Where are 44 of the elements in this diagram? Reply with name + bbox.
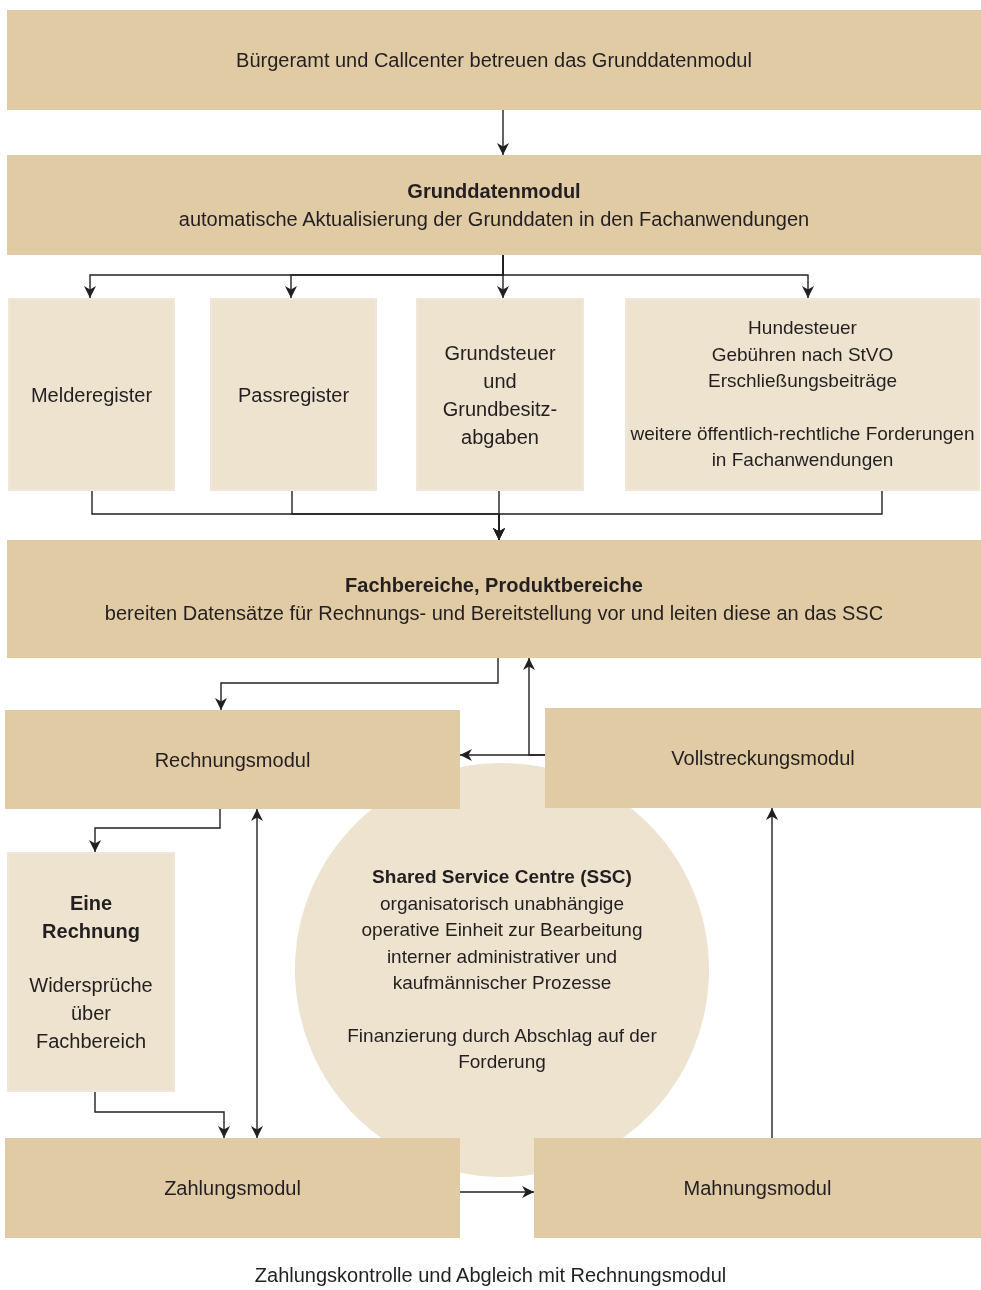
arrow bbox=[459, 1186, 535, 1198]
process-box bbox=[5, 710, 460, 809]
caption: Zahlungskontrolle und Abgleich mit Rechnungsmodul bbox=[253, 1264, 728, 1287]
process-box bbox=[416, 298, 584, 491]
box-text: organisatorisch unabhängige operative Einheit zur Bearbeitung interner administrativer und kaufmännischer Prozesse bbox=[360, 891, 644, 996]
box-heading: Eine Rechnung bbox=[41, 891, 141, 944]
arrow bbox=[94, 1091, 230, 1139]
box-heading: Shared Service Centre (SSC) bbox=[372, 864, 632, 889]
arrow bbox=[766, 807, 778, 1139]
arrow bbox=[502, 254, 814, 299]
box-text: Rechnungsmodul bbox=[154, 747, 311, 773]
arrow bbox=[523, 657, 546, 756]
process-box bbox=[534, 1138, 981, 1238]
box-text: Grundsteuer und Grundbesitz-abgaben bbox=[441, 340, 559, 450]
process-box bbox=[7, 540, 981, 658]
arrow bbox=[215, 657, 499, 711]
box-text: automatische Aktualisierung der Grunddaten in den Fachanwendungen bbox=[178, 207, 810, 232]
box-text: Zahlungsmodul bbox=[164, 1176, 301, 1201]
box-heading: Grunddatenmodul bbox=[407, 179, 581, 204]
arrow bbox=[251, 808, 263, 1139]
box-text: Bürgeramt und Callcenter betreuen das Grunddatenmodul bbox=[236, 48, 752, 73]
process-box bbox=[625, 298, 980, 491]
box-text: Widersprüche über Fachbereich bbox=[28, 973, 154, 1054]
arrow bbox=[89, 808, 221, 853]
process-box bbox=[210, 298, 377, 491]
box-text: bereiten Datensätze für Rechnungs- und Bereitstellung vor und leiten diese an das SSC bbox=[104, 601, 884, 626]
box-text: Finanzierung durch Abschlag auf der Forderung bbox=[346, 1023, 658, 1075]
box-text: Passregister bbox=[237, 382, 350, 408]
box-text: Erschließungsbeiträge bbox=[707, 369, 897, 394]
box-text: Mahnungsmodul bbox=[683, 1176, 832, 1201]
box-text: Melderegister bbox=[30, 382, 153, 408]
process-box bbox=[8, 298, 175, 491]
box-text: weitere öffentlich-rechtliche Forderungen in Fachanwendungen bbox=[629, 421, 976, 473]
process-box bbox=[7, 852, 175, 1092]
process-box bbox=[7, 10, 981, 110]
process-box bbox=[7, 155, 981, 255]
box-heading: Fachbereiche, Produktbereiche bbox=[345, 573, 643, 598]
arrow bbox=[497, 109, 509, 156]
box-text: Vollstreckungsmodul bbox=[671, 746, 855, 771]
arrow bbox=[493, 490, 883, 541]
process-box bbox=[5, 1138, 460, 1238]
box-text: Gebühren nach StVO bbox=[711, 342, 894, 367]
box-text: Hundesteuer bbox=[748, 316, 857, 340]
process-box bbox=[545, 708, 981, 808]
